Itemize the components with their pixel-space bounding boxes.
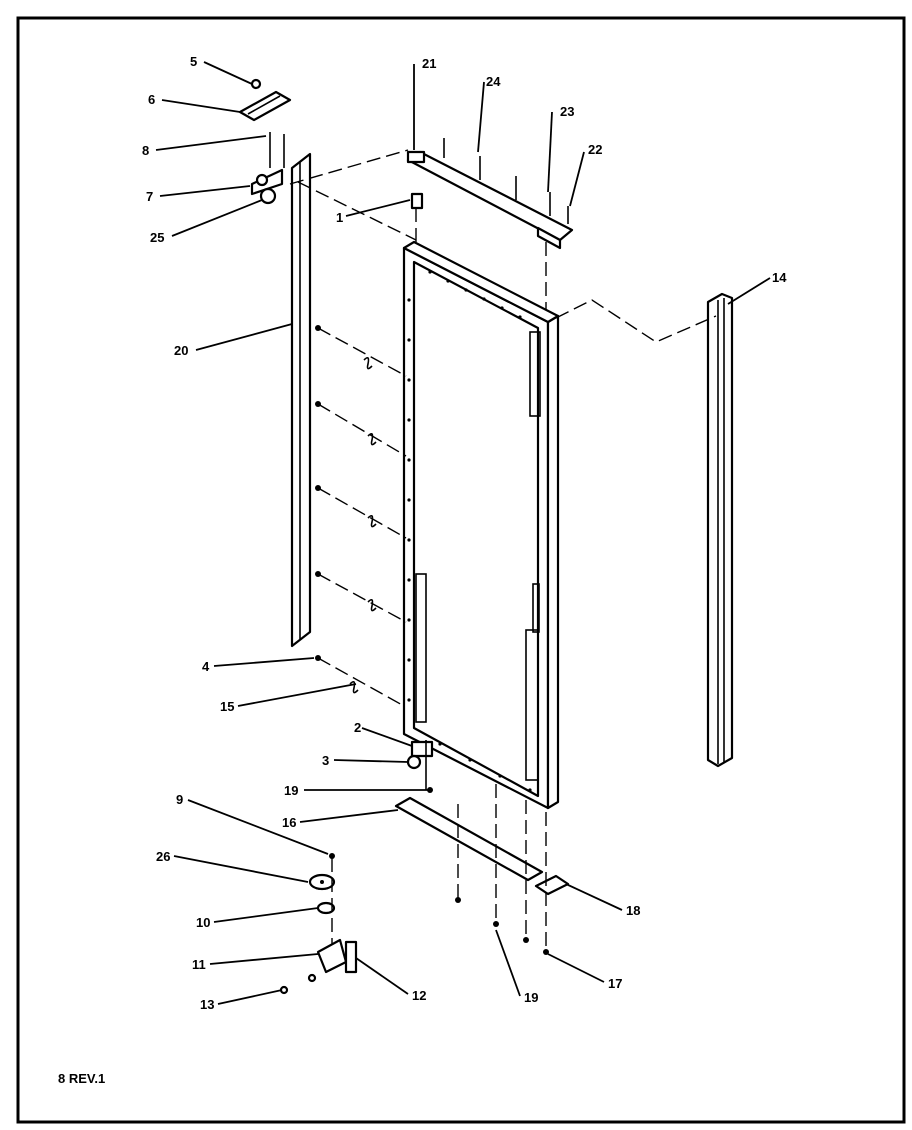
- door-frame: [402, 240, 560, 810]
- revision-label: 8 REV.1: [58, 1071, 105, 1086]
- callout-19-lower: 19: [524, 990, 538, 1005]
- callout-26: 26: [156, 849, 170, 864]
- left-trim-strip: [290, 152, 312, 648]
- bottom-bracket: [394, 796, 570, 896]
- callout-13: 13: [200, 997, 214, 1012]
- callout-9: 9: [176, 792, 183, 807]
- callout-17: 17: [608, 976, 622, 991]
- callout-18: 18: [626, 903, 640, 918]
- callout-4: 4: [202, 659, 210, 674]
- callout-8: 8: [142, 143, 149, 158]
- side-fasteners: [315, 325, 407, 707]
- callout-23: 23: [560, 104, 574, 119]
- callout-10: 10: [196, 915, 210, 930]
- top-bracket: [406, 138, 574, 250]
- callout-14: 14: [772, 270, 787, 285]
- top-hinge-assembly: [238, 78, 292, 205]
- callout-12: 12: [412, 988, 426, 1003]
- callout-20: 20: [174, 343, 188, 358]
- callout-labels: 5 6 8 7 25 21 24 23 22 1 14 20 4 15 2 3 …: [142, 54, 787, 1012]
- callout-21: 21: [422, 56, 436, 71]
- door-stop-parts: [406, 192, 434, 793]
- callout-15: 15: [220, 699, 234, 714]
- right-trim-strip: [706, 292, 734, 768]
- callout-25: 25: [150, 230, 164, 245]
- drawing-border: [16, 16, 906, 1124]
- callout-16: 16: [282, 815, 296, 830]
- bottom-hinge-assembly: [279, 853, 358, 995]
- callout-3: 3: [322, 753, 329, 768]
- callout-1: 1: [336, 210, 343, 225]
- callout-24: 24: [486, 74, 501, 89]
- leader-lines: [155, 61, 771, 1005]
- callout-6: 6: [148, 92, 155, 107]
- callout-7: 7: [146, 189, 153, 204]
- assembly-lines: [289, 149, 717, 955]
- callout-22: 22: [588, 142, 602, 157]
- callout-19-upper: 19: [284, 783, 298, 798]
- callout-11: 11: [192, 957, 206, 972]
- callout-2: 2: [354, 720, 361, 735]
- callout-5: 5: [190, 54, 197, 69]
